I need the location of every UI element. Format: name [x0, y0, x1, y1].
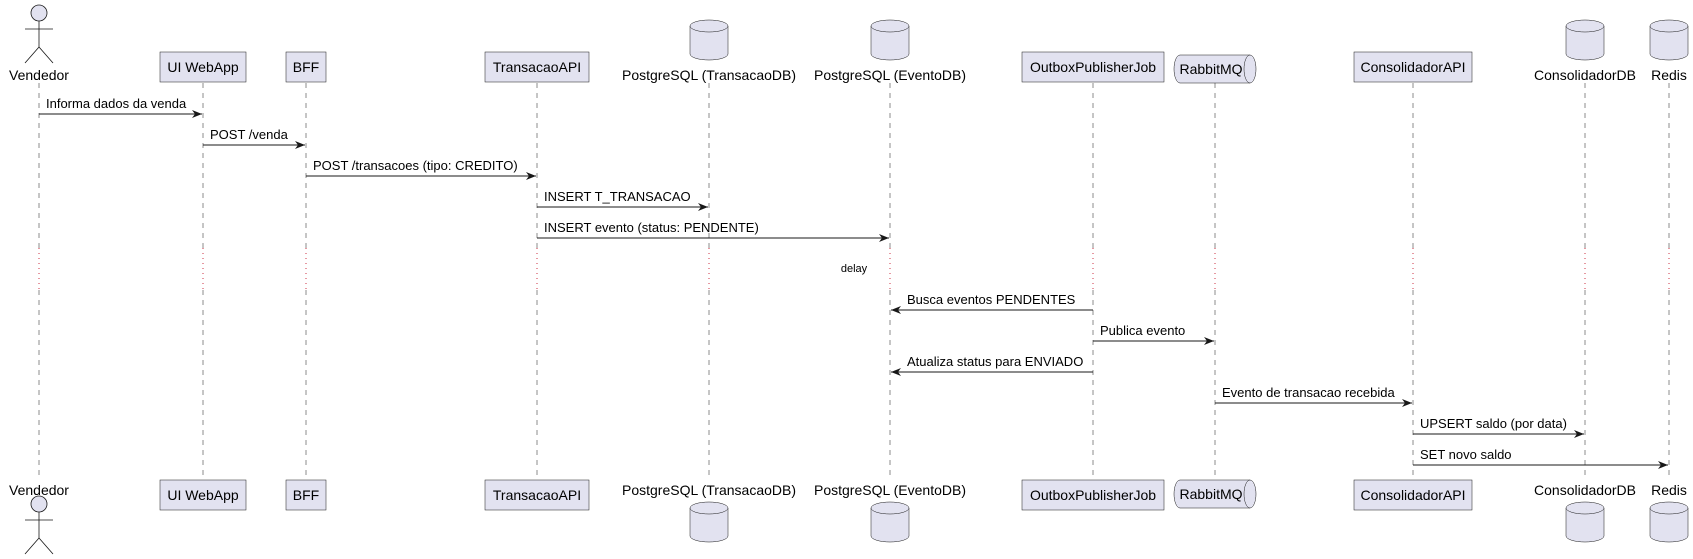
participant-uiwebapp-bottom: UI WebApp [159, 479, 247, 511]
participant-bff-bottom: BFF [285, 479, 327, 511]
message-label: Evento de transacao recebida [1222, 385, 1395, 400]
participant-redis-bottom: Redis [1649, 482, 1689, 543]
message-label: UPSERT saldo (por data) [1420, 416, 1567, 431]
participant-label: Vendedor [9, 67, 69, 83]
participant-heads-top: Vendedor UI WebApp BFF TransacaoAPI PostgreS… [9, 4, 1689, 84]
database-icon [689, 19, 729, 61]
participant-label: RabbitMQ [1179, 61, 1242, 77]
participant-label: Redis [1651, 482, 1687, 498]
participant-transacaoapi-bottom: TransacaoAPI [484, 479, 590, 511]
participant-consolidadordb-bottom: ConsolidadorDB [1534, 482, 1636, 543]
message-label: INSERT evento (status: PENDENTE) [544, 220, 759, 235]
database-icon [870, 501, 910, 543]
participant-label: RabbitMQ [1179, 486, 1242, 502]
participant-box [1353, 479, 1473, 511]
message-7: Publica evento [1093, 323, 1214, 345]
database-icon [1649, 19, 1689, 61]
participant-label: ConsolidadorAPI [1360, 487, 1465, 503]
participant-label: ConsolidadorDB [1534, 482, 1636, 498]
participant-box [484, 51, 590, 83]
participant-label: ConsolidadorDB [1534, 67, 1636, 83]
message-label: Informa dados da venda [46, 96, 187, 111]
participant-outbox-top: OutboxPublisherJob [1021, 51, 1165, 83]
participant-box [1353, 51, 1473, 83]
participant-label: OutboxPublisherJob [1030, 487, 1156, 503]
database-icon [1649, 501, 1689, 543]
actor-icon [24, 495, 54, 555]
participant-bff-top: BFF [285, 51, 327, 83]
queue-icon [1173, 479, 1257, 509]
participant-pg-transacao-bottom: PostgreSQL (TransacaoDB) [622, 482, 796, 543]
participant-label: ConsolidadorAPI [1360, 59, 1465, 75]
participant-pg-transacao-top: PostgreSQL (TransacaoDB) [622, 19, 796, 83]
participant-heads-bottom: Vendedor UI WebApp BFF TransacaoAPI PostgreS… [9, 479, 1689, 555]
participant-box [484, 479, 590, 511]
message-6: Busca eventos PENDENTES [891, 292, 1093, 314]
participant-box [1021, 479, 1165, 511]
delay-section: delay [841, 263, 868, 275]
message-label: POST /venda [210, 127, 289, 142]
database-icon [1565, 501, 1605, 543]
participant-pg-evento-bottom: PostgreSQL (EventoDB) [814, 482, 966, 543]
participant-label: UI WebApp [167, 487, 239, 503]
participant-label: Redis [1651, 67, 1687, 83]
participant-box [159, 479, 247, 511]
participant-label: PostgreSQL (TransacaoDB) [622, 482, 796, 498]
participant-vendedor-top: Vendedor [9, 4, 69, 83]
database-icon [870, 19, 910, 61]
message-5: INSERT evento (status: PENDENTE) [537, 220, 889, 242]
delay-label: delay [841, 263, 868, 275]
message-9: Evento de transacao recebida [1215, 385, 1412, 407]
message-1: Informa dados da venda [39, 96, 202, 118]
message-label: Busca eventos PENDENTES [907, 292, 1076, 307]
participant-label: TransacaoAPI [493, 487, 581, 503]
participant-label: TransacaoAPI [493, 59, 581, 75]
participant-consolidadorapi-bottom: ConsolidadorAPI [1353, 479, 1473, 511]
participant-consolidadorapi-top: ConsolidadorAPI [1353, 51, 1473, 83]
message-label: POST /transacoes (tipo: CREDITO) [313, 158, 518, 173]
database-icon [1565, 19, 1605, 61]
participant-vendedor-bottom: Vendedor [9, 482, 69, 555]
participant-uiwebapp-top: UI WebApp [159, 51, 247, 83]
participant-redis-top: Redis [1649, 19, 1689, 83]
participant-label: PostgreSQL (EventoDB) [814, 67, 966, 83]
participant-label: BFF [293, 59, 319, 75]
participant-transacaoapi-top: TransacaoAPI [484, 51, 590, 83]
participant-box [159, 51, 247, 83]
actor-icon [24, 4, 54, 64]
message-10: UPSERT saldo (por data) [1413, 416, 1584, 438]
message-11: SET novo saldo [1413, 447, 1668, 469]
message-2: POST /venda [203, 127, 305, 149]
participant-label: OutboxPublisherJob [1030, 59, 1156, 75]
message-8: Atualiza status para ENVIADO [891, 354, 1093, 376]
participant-rabbitmq-top: RabbitMQ [1173, 54, 1257, 84]
message-label: Publica evento [1100, 323, 1185, 338]
message-4: INSERT T_TRANSACAO [537, 189, 708, 211]
lifelines [38, 83, 1670, 480]
participant-outbox-bottom: OutboxPublisherJob [1021, 479, 1165, 511]
queue-icon [1173, 54, 1257, 84]
participant-label: BFF [293, 487, 319, 503]
participant-label: PostgreSQL (EventoDB) [814, 482, 966, 498]
database-icon [689, 501, 729, 543]
participant-consolidadordb-top: ConsolidadorDB [1534, 19, 1636, 83]
participant-label: PostgreSQL (TransacaoDB) [622, 67, 796, 83]
participant-box [285, 51, 327, 83]
message-label: Atualiza status para ENVIADO [907, 354, 1083, 369]
participant-label: UI WebApp [167, 59, 239, 75]
message-label: SET novo saldo [1420, 447, 1512, 462]
participant-box [285, 479, 327, 511]
message-3: POST /transacoes (tipo: CREDITO) [306, 158, 536, 180]
participant-box [1021, 51, 1165, 83]
participant-label: Vendedor [9, 482, 69, 498]
participant-rabbitmq-bottom: RabbitMQ [1173, 479, 1257, 509]
participant-pg-evento-top: PostgreSQL (EventoDB) [814, 19, 966, 83]
message-label: INSERT T_TRANSACAO [544, 189, 691, 204]
